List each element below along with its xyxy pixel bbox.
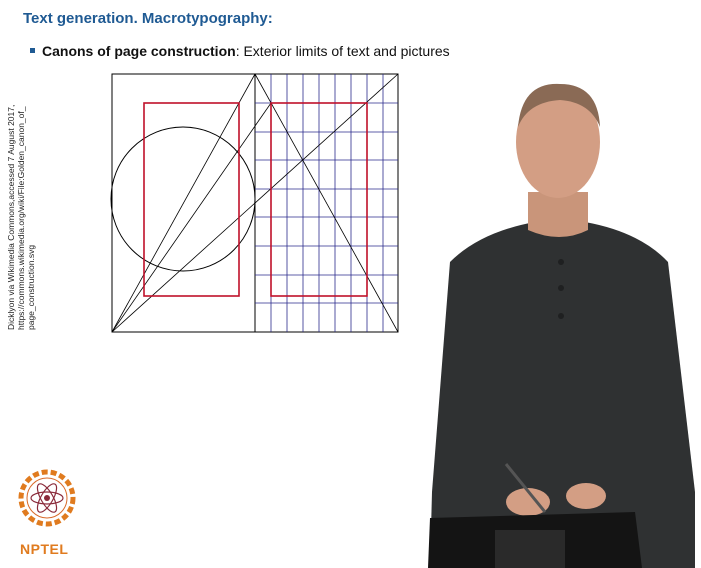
shirt-button (558, 313, 564, 319)
shirt-button (558, 285, 564, 291)
credit-line-3: page_construction.svg (26, 244, 36, 330)
nptel-logo-text: NPTEL (20, 541, 69, 557)
right-text-block (270, 102, 368, 297)
bullet-bold-text: Canons of page construction (42, 43, 236, 59)
presenter-head (516, 86, 600, 198)
nptel-logo (18, 469, 76, 527)
construction-diagonals (111, 73, 399, 333)
bullet-line: Canons of page construction: Exterior li… (30, 43, 450, 59)
bullet-square-icon (30, 47, 35, 53)
construction-circle (110, 126, 256, 272)
left-text-block (143, 102, 240, 297)
slide-title: Text generation. Macrotypography: (23, 10, 273, 27)
credit-line-1: Dicklyon via Wikimedia Commons,accessed … (6, 104, 16, 330)
stylus (504, 463, 547, 513)
page-construction-diagram (110, 73, 399, 333)
presenter-neck (528, 192, 588, 237)
credit-line-2: https://commons.wikimedia.org/wiki/File:… (16, 106, 26, 330)
presenter-video (428, 83, 695, 568)
presenter-hand (566, 483, 606, 509)
presenter-torso (430, 222, 695, 568)
tablet-stand (495, 530, 565, 568)
shirt-button (558, 259, 564, 265)
bullet-text: : Exterior limits of text and pictures (235, 43, 450, 59)
presenter-hair (518, 83, 600, 127)
image-credit: Dicklyon via Wikimedia Commons,accessed … (6, 70, 36, 330)
presenter-hand (506, 488, 550, 516)
